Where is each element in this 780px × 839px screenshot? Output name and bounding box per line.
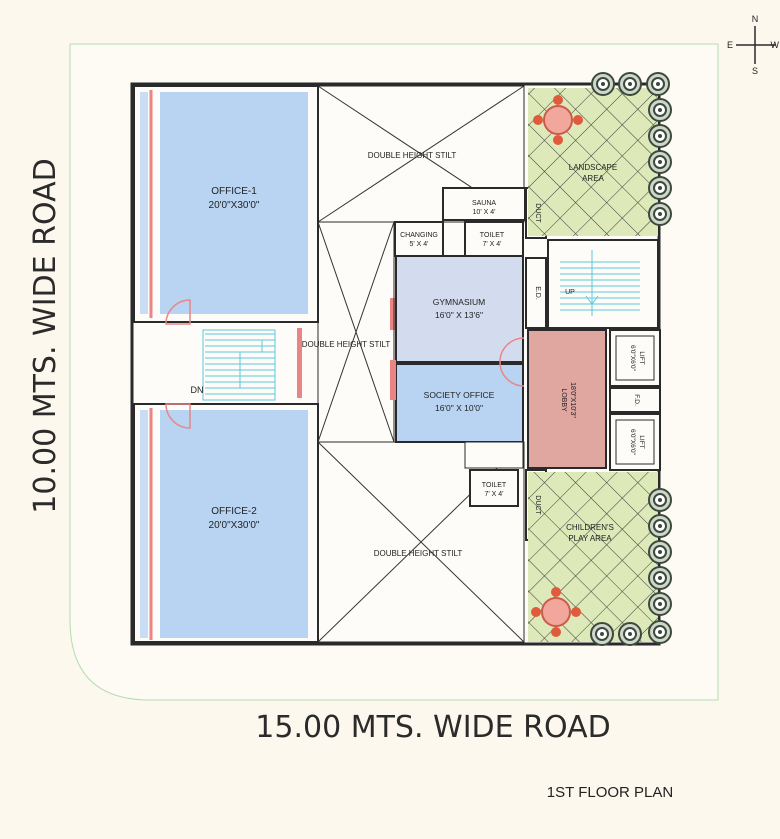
office-2-door: [165, 403, 191, 429]
stilt-bottom-label: DOUBLE HEIGHT STILT: [374, 549, 463, 558]
sauna-room: [442, 187, 526, 221]
up-label: UP: [565, 289, 575, 296]
landscape-sub: AREA: [582, 174, 604, 183]
lift-2: [609, 413, 661, 471]
children-sub: PLAY AREA: [568, 534, 612, 543]
society-name: SOCIETY OFFICE: [424, 390, 495, 400]
dn-label: DN: [191, 385, 204, 395]
office-1-door: [165, 299, 191, 325]
fd-label: F.D.: [633, 394, 640, 406]
main-staircase: [202, 329, 276, 401]
office-2-name: OFFICE-2: [211, 506, 257, 517]
society-door-marker: [390, 360, 396, 400]
upper-staircase: [547, 239, 659, 329]
stilt-mid-label: DOUBLE HEIGHT STILT: [302, 340, 391, 349]
toilet-top-size: 7' X 4': [482, 241, 501, 248]
lobby-room: [527, 329, 607, 469]
compass-icon: [736, 26, 776, 64]
lobby-door-arc-top: [499, 337, 525, 363]
duct-top-label: DUCT: [534, 203, 541, 223]
toilet-bottom-size: 7' X 4': [484, 491, 503, 498]
landscape-seating: [533, 95, 583, 145]
lobby-door-arc-bottom: [499, 361, 525, 387]
stilt-top-label: DOUBLE HEIGHT STILT: [368, 151, 457, 160]
society-extension: [464, 441, 524, 469]
lift-2-size: 6'0"X6'0": [629, 429, 636, 456]
plan-title: 1ST FLOOR PLAN: [547, 784, 673, 801]
office-1-name: OFFICE-1: [211, 186, 257, 197]
changing-name: CHANGING: [400, 232, 438, 239]
lift-1-name: LIFT: [638, 351, 645, 364]
left-road-label: 10.00 MTS. WIDE ROAD: [28, 158, 63, 513]
stilt-wall-marker: [297, 328, 302, 398]
toilet-bottom-name: TOILET: [482, 482, 507, 489]
compass-w: W: [771, 40, 780, 50]
ed-shaft: [525, 257, 547, 329]
sauna-name: SAUNA: [472, 200, 496, 207]
fd-shaft: [609, 387, 661, 413]
landscape-name: LANDSCAPE: [569, 163, 617, 172]
office-2-size: 20'0"X30'0": [209, 520, 260, 531]
toilet-top-room: [464, 221, 524, 257]
lift-1-size: 6'0"X6'0": [629, 345, 636, 372]
gym-size: 16'0" X 13'6": [435, 310, 483, 320]
toilet-bottom-room: [469, 469, 519, 507]
gym-name: GYMNASIUM: [433, 297, 485, 307]
play-area-seating: [531, 587, 581, 637]
compass-s: S: [752, 66, 758, 76]
lift-1: [609, 329, 661, 387]
lobby-size: 18'0"X10'3": [569, 382, 576, 418]
society-office-room: [395, 363, 524, 443]
toilet-top-name: TOILET: [480, 232, 505, 239]
lobby-name: LOBBY: [560, 388, 567, 412]
changing-size: 5' X 4': [409, 241, 428, 248]
office-1-size: 20'0"X30'0": [209, 200, 260, 211]
society-size: 16'0" X 10'0": [435, 403, 483, 413]
duct-bottom-label: DUCT: [534, 495, 541, 515]
wall-marker-mid: [390, 298, 395, 330]
office-1: [133, 85, 319, 323]
office-2: [133, 403, 319, 643]
compass-e: E: [727, 40, 733, 50]
gymnasium-room: [395, 255, 524, 363]
children-name: CHILDREN'S: [566, 523, 614, 532]
ed-label: E.D.: [534, 286, 541, 300]
compass-n: N: [752, 14, 759, 24]
bottom-road-label: 15.00 MTS. WIDE ROAD: [255, 710, 610, 745]
lift-2-name: LIFT: [638, 435, 645, 448]
changing-room: [394, 221, 444, 257]
sauna-size: 10' X 4': [473, 209, 496, 216]
